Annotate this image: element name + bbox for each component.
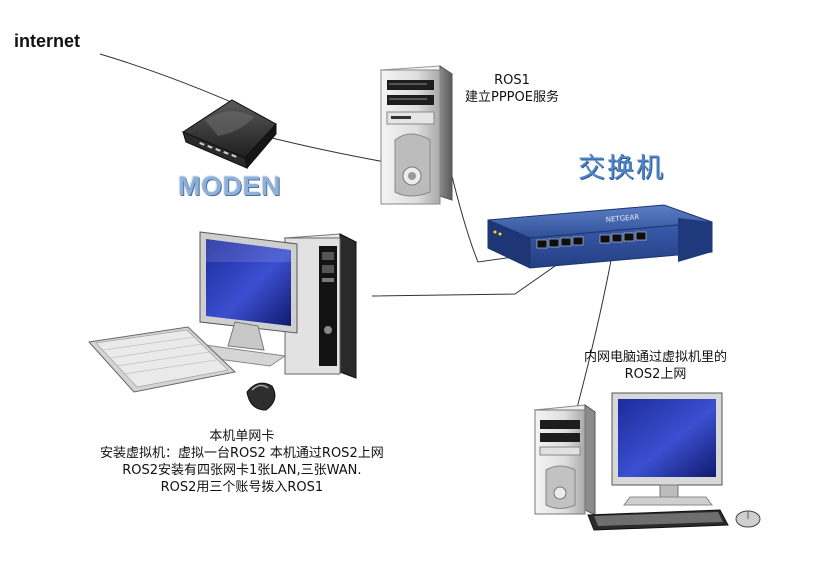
switch-label: 交换机 <box>578 153 665 184</box>
modem-icon <box>181 99 277 170</box>
lan-pc-caption: 内网电脑通过虚拟机里的 ROS2上网 <box>584 349 727 383</box>
server-tower-icon <box>379 65 454 205</box>
ros1-name: ROS1 <box>494 73 530 88</box>
modem-label: MODEN <box>178 171 281 201</box>
cable-ros1-switch <box>449 167 521 263</box>
host-line-3: ROS2安装有四张网卡1张LAN,三张WAN. <box>122 463 362 478</box>
host-line-1: 本机单网卡 <box>209 429 275 444</box>
cable-internet-modem <box>99 53 246 109</box>
lan-pc-line-2: ROS2上网 <box>624 367 687 382</box>
internet-label: internet <box>14 31 81 51</box>
ros1-description: 建立PPPOE服务 <box>465 90 559 105</box>
lan-pc-icon <box>533 392 761 531</box>
host-caption: 本机单网卡 安装虚拟机：虚拟一台ROS2 本机通过ROS2上网 ROS2安装有四… <box>100 428 384 496</box>
network-switch-icon: NETGEAR <box>487 204 713 269</box>
ros1-caption: ROS1 建立PPPOE服务 <box>465 72 559 106</box>
cable-switch-lanpc <box>576 254 613 409</box>
host-line-4: ROS2用三个账号拨入ROS1 <box>160 480 324 495</box>
lan-pc-line-1: 内网电脑通过虚拟机里的 <box>584 350 728 365</box>
host-line-2: 安装虚拟机：虚拟一台ROS2 本机通过ROS2上网 <box>100 446 384 461</box>
svg-text:NETGEAR: NETGEAR <box>605 213 639 224</box>
host-pc-icon <box>88 231 358 411</box>
cable-modem-ros1 <box>267 136 386 163</box>
